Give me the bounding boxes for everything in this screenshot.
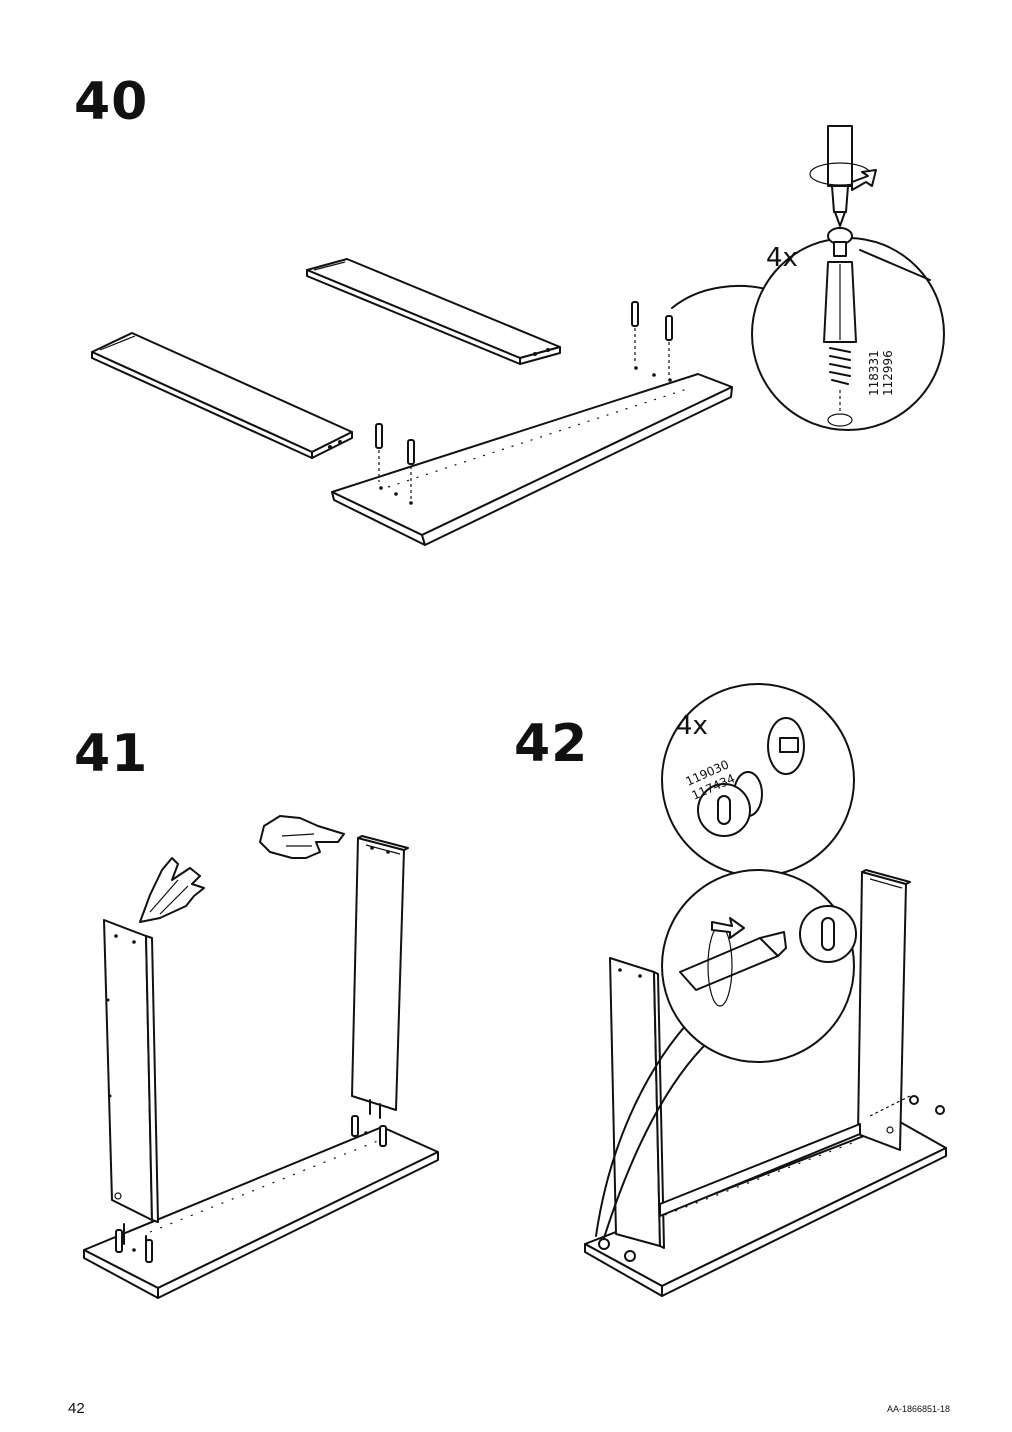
hand-pointing-icon bbox=[139, 857, 205, 923]
step-number-41: 41 bbox=[74, 724, 149, 784]
base-board bbox=[584, 1121, 947, 1297]
step-41-illustration bbox=[83, 815, 439, 1299]
rotate-arrow-icon bbox=[711, 917, 745, 939]
hand-pointing-icon bbox=[259, 815, 345, 859]
part-number: 118331 bbox=[867, 350, 881, 396]
part-number: 112996 bbox=[881, 350, 895, 396]
side-panel-left bbox=[103, 919, 159, 1257]
side-panel-right bbox=[351, 835, 409, 1119]
quantity-label: 4x bbox=[766, 243, 798, 273]
cam-bolts-step40 bbox=[375, 301, 673, 505]
step-42-illustration: 4x 119030 117434 bbox=[584, 683, 947, 1297]
page-number: 42 bbox=[68, 1400, 85, 1417]
dowels-step41 bbox=[115, 1115, 387, 1263]
back-rail bbox=[659, 1123, 861, 1217]
side-panel-right bbox=[857, 869, 911, 1151]
rotate-arrow-icon bbox=[851, 169, 877, 191]
detail-callout-step42-parts: 4x 119030 117434 bbox=[661, 683, 855, 877]
step-40-illustration: 4x 118331 112996 bbox=[91, 125, 945, 546]
shelf-board-left bbox=[91, 332, 353, 459]
shelf-board-right bbox=[306, 258, 561, 365]
base-board bbox=[331, 373, 733, 546]
detail-callout-step40: 4x 118331 112996 bbox=[671, 125, 945, 431]
side-panel-left bbox=[609, 957, 665, 1249]
base-board bbox=[83, 1126, 439, 1299]
quantity-label: 4x bbox=[676, 711, 708, 741]
step-number-40: 40 bbox=[74, 72, 149, 132]
document-code: AA-1866851-18 bbox=[886, 1404, 950, 1414]
step-number-42: 42 bbox=[514, 714, 589, 774]
cam-locks-step42 bbox=[598, 1095, 945, 1262]
detail-callout-step42-tighten bbox=[661, 869, 857, 1063]
